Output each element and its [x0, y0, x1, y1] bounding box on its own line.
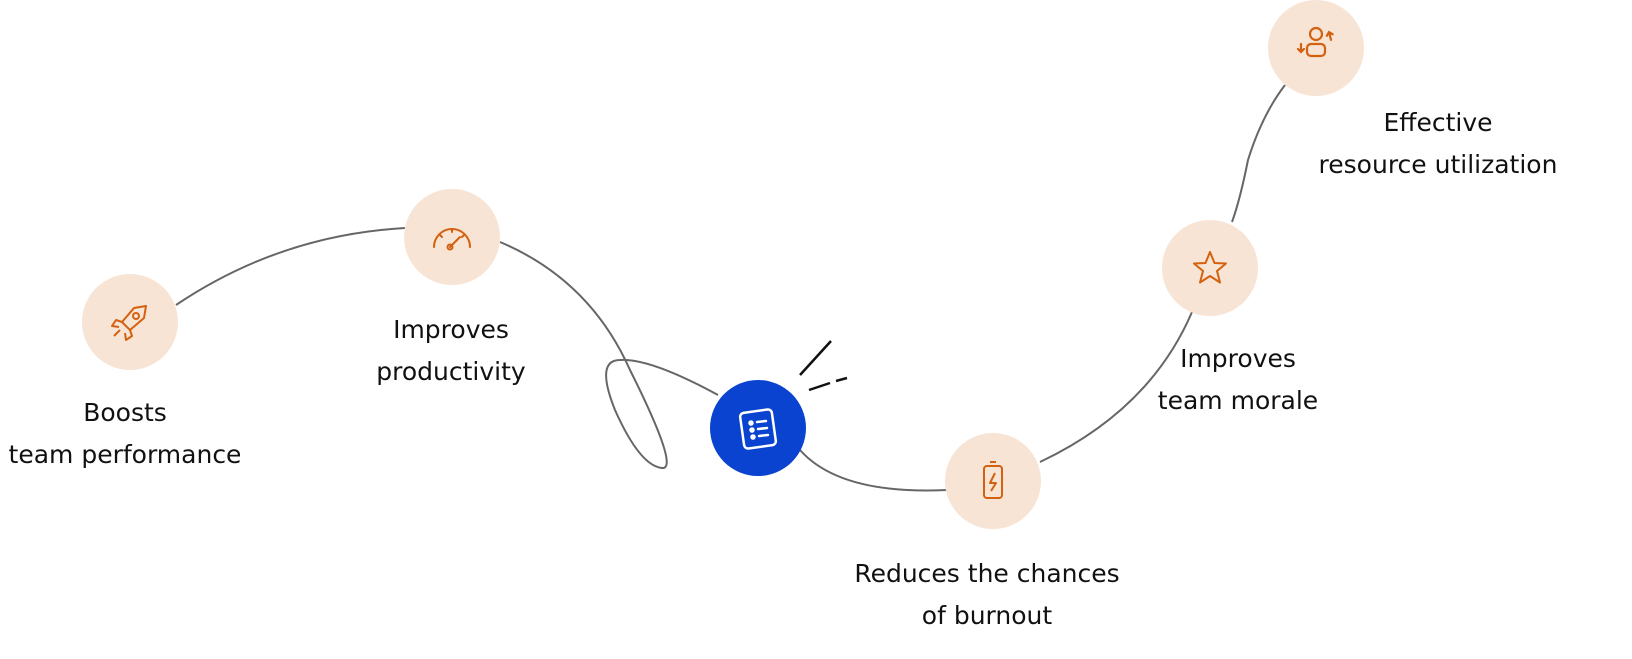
user-rotate-icon — [1296, 26, 1334, 58]
node-burnout — [945, 433, 1041, 529]
emphasis-marks — [799, 340, 848, 392]
battery-charging-icon — [983, 461, 1003, 499]
node-resource-utilization — [1268, 0, 1364, 96]
speedometer-icon — [433, 228, 471, 251]
node-boosts-performance — [82, 274, 178, 370]
node-team-morale — [1162, 220, 1258, 316]
central-node — [710, 380, 806, 476]
star-icon — [1193, 251, 1227, 284]
node-productivity — [404, 189, 500, 285]
rocket-icon — [111, 305, 147, 341]
checklist-icon — [738, 408, 778, 450]
